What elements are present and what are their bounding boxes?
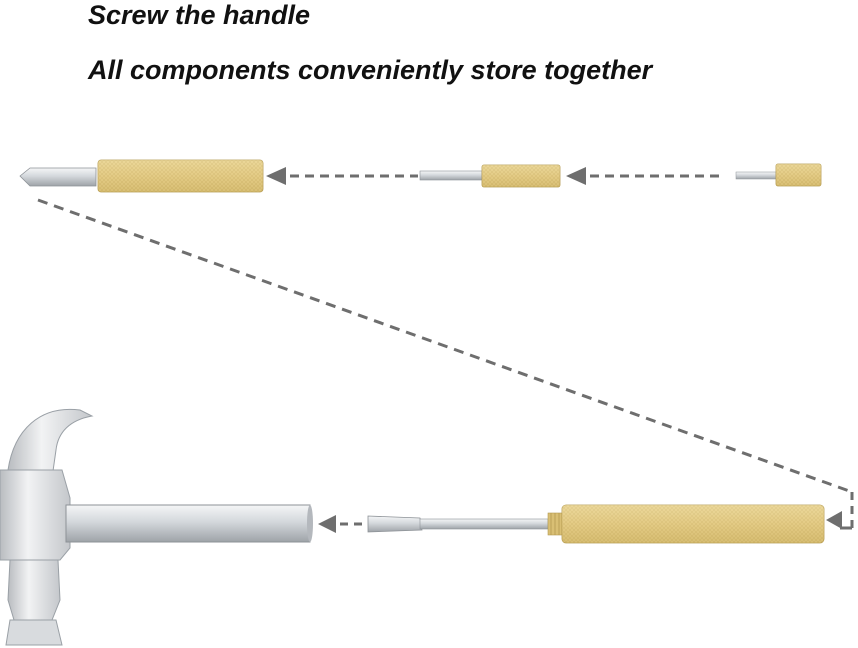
left-arrow-icon [826, 511, 842, 529]
hammer-handle-tube [65, 504, 313, 543]
hammer-head [0, 408, 94, 646]
caption-screw-handle: Screw the handle [88, 0, 311, 30]
thread-section [547, 512, 563, 536]
caption-store-together: All components conveniently store togeth… [88, 55, 653, 85]
left-arrow-icon [266, 167, 418, 185]
flat-screwdriver [367, 504, 825, 544]
assembly-dashed-path [37, 198, 854, 530]
left-arrow-icon [566, 167, 722, 185]
small-phillips-bit [735, 163, 822, 187]
medium-flat-bit [419, 164, 561, 188]
large-phillips-bit [19, 159, 264, 193]
left-arrow-icon [318, 515, 364, 533]
